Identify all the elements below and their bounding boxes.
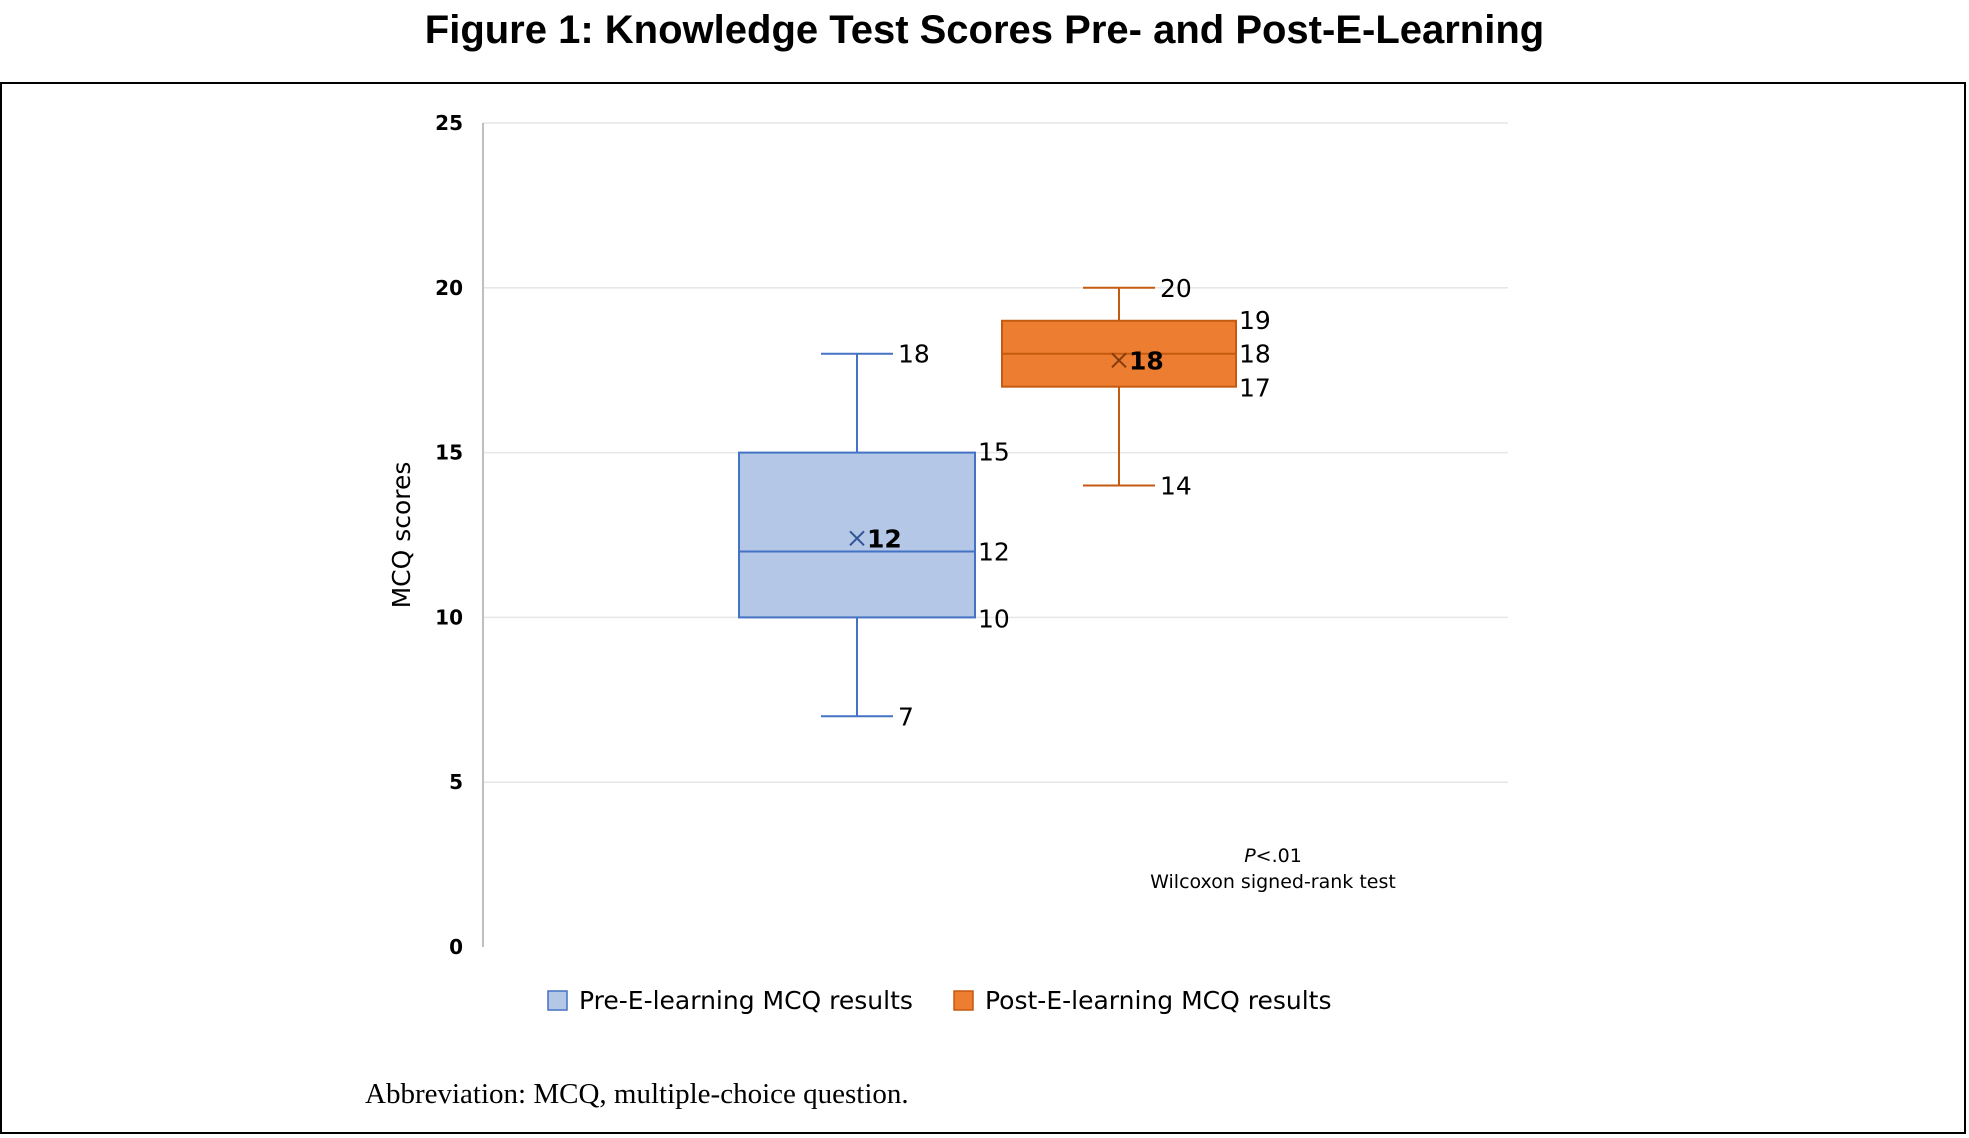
y-tick-5: 5 — [449, 770, 463, 794]
figure-title: Figure 1: Knowledge Test Scores Pre- and… — [424, 8, 1545, 52]
y-tick-10: 10 — [435, 605, 463, 629]
mean-marker-stroke-b-pre — [849, 530, 865, 547]
legend-label-post: Post-E-learning MCQ results — [985, 986, 1331, 1015]
figure-frame — [0, 82, 1966, 1134]
median-label-pre: 12 — [978, 537, 1010, 566]
boxes: 12 18 7 15 12 10 18 20 14 19 18 17 — [738, 274, 1271, 731]
q3-label-post: 19 — [1239, 306, 1271, 335]
q3-label-pre: 15 — [978, 438, 1010, 467]
mean-marker-post — [1111, 352, 1127, 369]
y-tick-15: 15 — [435, 441, 463, 465]
min-label-post: 14 — [1160, 472, 1192, 501]
y-tick-labels: 0 5 10 15 20 25 — [435, 111, 463, 959]
mean-label-pre: 12 — [867, 524, 902, 553]
p-value-letter: P — [1244, 845, 1256, 867]
legend-swatch-pre — [547, 990, 568, 1011]
footnote: Abbreviation: MCQ, multiple-choice quest… — [365, 1078, 909, 1110]
mean-marker-pre — [849, 530, 865, 547]
min-label-pre: 7 — [898, 702, 914, 731]
legend-swatch-post — [953, 990, 974, 1011]
max-label-post: 20 — [1160, 274, 1192, 303]
gridlines — [483, 122, 1508, 783]
y-tick-20: 20 — [435, 276, 463, 300]
iqr-box-pre — [738, 451, 976, 619]
svg-text:P<.01: P<.01 — [1244, 845, 1302, 867]
q1-label-post: 17 — [1239, 374, 1271, 403]
legend: Pre-E-learning MCQ results Post-E-learni… — [547, 986, 1331, 1015]
max-label-pre: 18 — [898, 340, 930, 369]
q1-label-pre: 10 — [978, 604, 1010, 633]
median-label-post: 18 — [1239, 340, 1271, 369]
y-tick-25: 25 — [435, 111, 463, 135]
box-pre: 12 18 7 15 12 10 — [738, 340, 1010, 731]
mean-marker-stroke-b-post — [1111, 352, 1127, 369]
y-axis-label: MCQ scores — [387, 462, 416, 609]
legend-label-pre: Pre-E-learning MCQ results — [579, 986, 913, 1015]
mean-label-post: 18 — [1129, 346, 1164, 375]
box-post: 18 20 14 19 18 17 — [1001, 274, 1271, 501]
significance-note: P<.01 Wilcoxon signed-rank test — [1150, 845, 1396, 893]
y-tick-0: 0 — [449, 935, 463, 959]
test-name: Wilcoxon signed-rank test — [1150, 871, 1396, 893]
p-value-text: <.01 — [1256, 845, 1302, 867]
